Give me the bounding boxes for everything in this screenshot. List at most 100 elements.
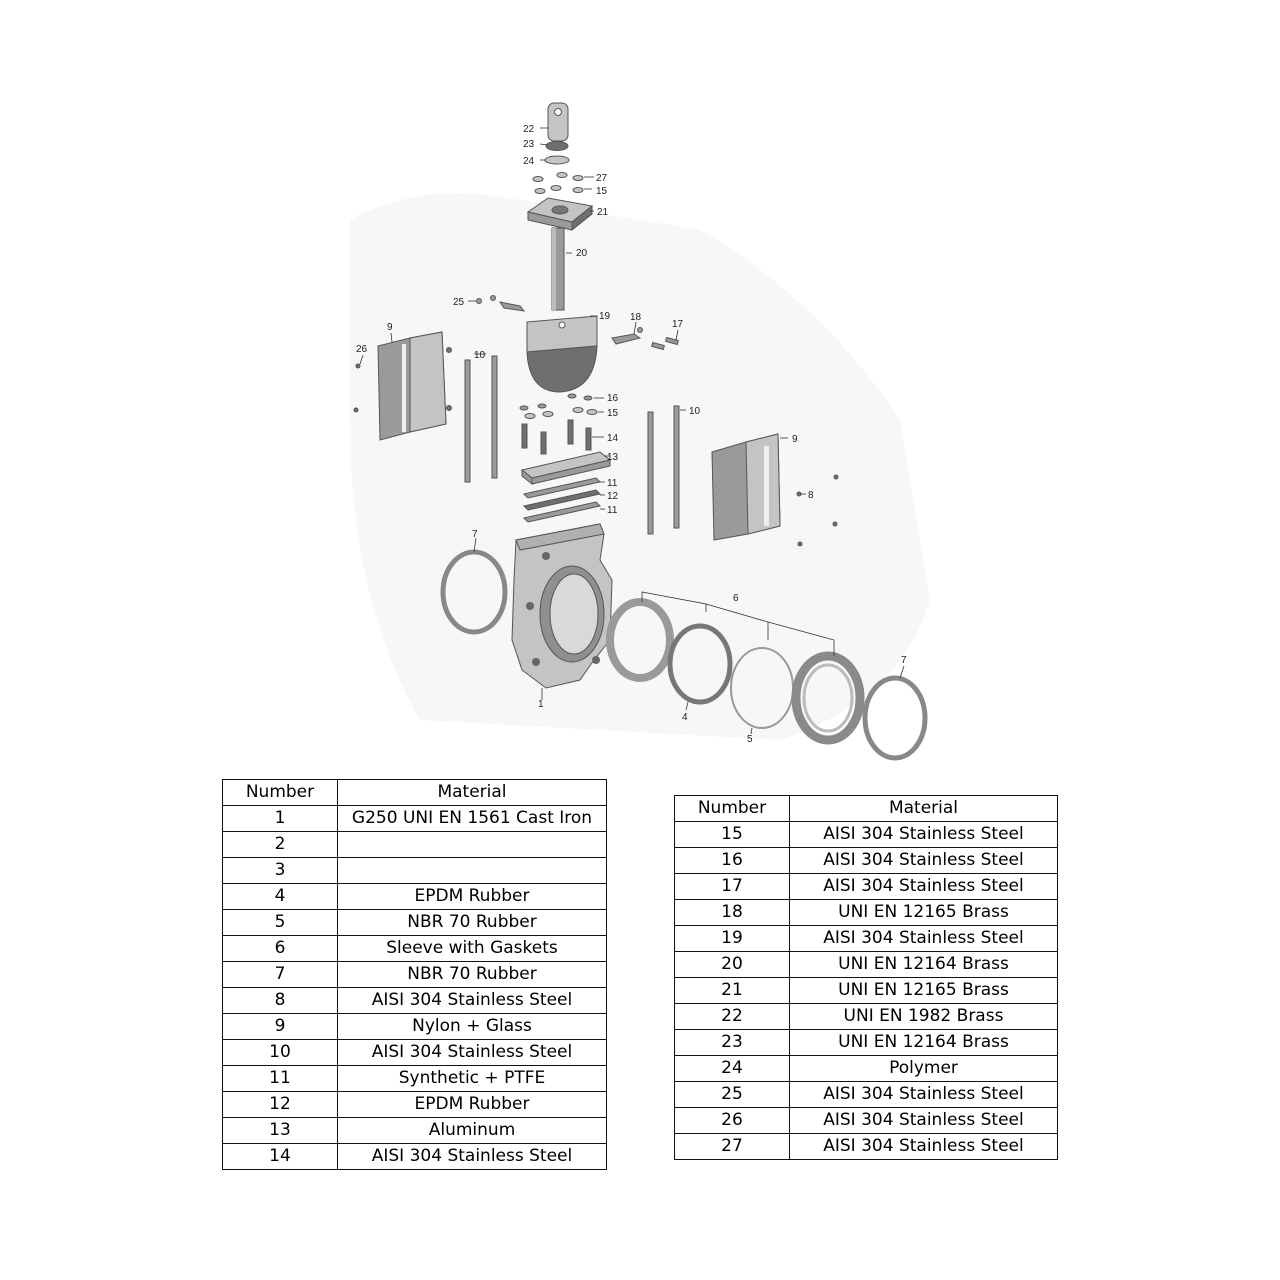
callout-11-top: 11 [607,478,618,489]
part-sleeve-ring [606,598,674,682]
cell-number: 10 [222,1039,338,1066]
part-24-ring [544,155,570,165]
cell-material: UNI EN 12164 Brass [789,951,1058,978]
cell-material: NBR 70 Rubber [337,909,607,936]
cell-material: Sleeve with Gaskets [337,935,607,962]
cell-number: 6 [222,935,338,962]
cell-material [337,831,607,858]
cell-material: Synthetic + PTFE [337,1065,607,1092]
callout-21: 21 [597,207,609,218]
callout-27: 27 [596,173,608,184]
cell-material: Nylon + Glass [337,1013,607,1040]
cell-number: 11 [222,1065,338,1092]
cell-number: 1 [222,805,338,832]
callout-7-left: 7 [472,529,478,540]
cell-number: 15 [674,821,790,848]
part-16-15-washers [519,393,598,419]
callout-1: 1 [538,699,544,710]
callout-6: 6 [733,593,739,604]
leader-lines [359,127,905,735]
part-26-screws [353,363,361,413]
cell-number: 5 [222,909,338,936]
cell-number: 3 [222,857,338,884]
cell-material: AISI 304 Stainless Steel [789,873,1058,900]
cell-material: UNI EN 1982 Brass [789,1003,1058,1030]
cell-material [337,857,607,884]
column-header-material: Material [337,779,607,806]
part-13-gland [520,451,612,486]
callout-labels: 22 23 24 27 15 21 20 25 19 18 17 9 26 10… [356,124,907,745]
part-4-gasket [667,623,733,705]
cell-material: G250 UNI EN 1561 Cast Iron [337,805,607,832]
exploded-valve-diagram: 22 23 24 27 15 21 20 25 19 18 17 9 26 10… [350,102,930,761]
callout-10-right: 10 [689,406,701,417]
cell-number: 8 [222,987,338,1014]
table-row: 2 [222,831,607,858]
part-21-top-plate [526,197,594,232]
part-23-nut [545,141,569,151]
column-header-material: Material [789,795,1058,822]
cell-number: 23 [674,1029,790,1056]
cell-number: 9 [222,1013,338,1040]
cell-material: AISI 304 Stainless Steel [789,925,1058,952]
callout-5: 5 [747,734,753,745]
column-header-number: Number [222,779,338,806]
cell-number: 14 [222,1143,338,1170]
callout-12: 12 [607,491,619,502]
callout-9-right: 9 [792,434,798,445]
background-silhouette [350,193,930,741]
part-22-clevis [547,102,569,142]
part-8-screws [796,474,839,547]
part-1-valve-body [511,523,613,689]
cell-number: 7 [222,961,338,988]
callout-26: 26 [356,344,368,355]
table-header-row: Number Material [222,779,607,806]
part-27-15-washers [532,172,584,194]
table-row: 3 [222,857,607,884]
cell-material: EPDM Rubber [337,1091,607,1118]
callout-4: 4 [682,712,688,723]
cell-material: UNI EN 12165 Brass [789,977,1058,1004]
cell-material: Polymer [789,1055,1058,1082]
cell-number: 13 [222,1117,338,1144]
callout-15-mid: 15 [607,408,619,419]
cell-material: AISI 304 Stainless Steel [337,1143,607,1170]
part-14-studs [521,419,592,455]
part-20-stem [551,227,565,311]
cell-material: AISI 304 Stainless Steel [789,1133,1058,1160]
callout-24: 24 [523,156,535,167]
callout-11-bottom: 11 [607,505,618,516]
column-header-number: Number [674,795,790,822]
callout-16: 16 [607,393,619,404]
cell-number: 27 [674,1133,790,1160]
callout-13: 13 [607,452,619,463]
part-11-12-packing [523,477,601,523]
callout-9-left: 9 [387,322,393,333]
callout-7-right: 7 [901,655,907,666]
part-10-right-rods [647,405,680,535]
callout-15: 15 [596,186,608,197]
cell-number: 26 [674,1107,790,1134]
callout-22: 22 [523,124,535,135]
part-9-right-liner [711,433,781,541]
